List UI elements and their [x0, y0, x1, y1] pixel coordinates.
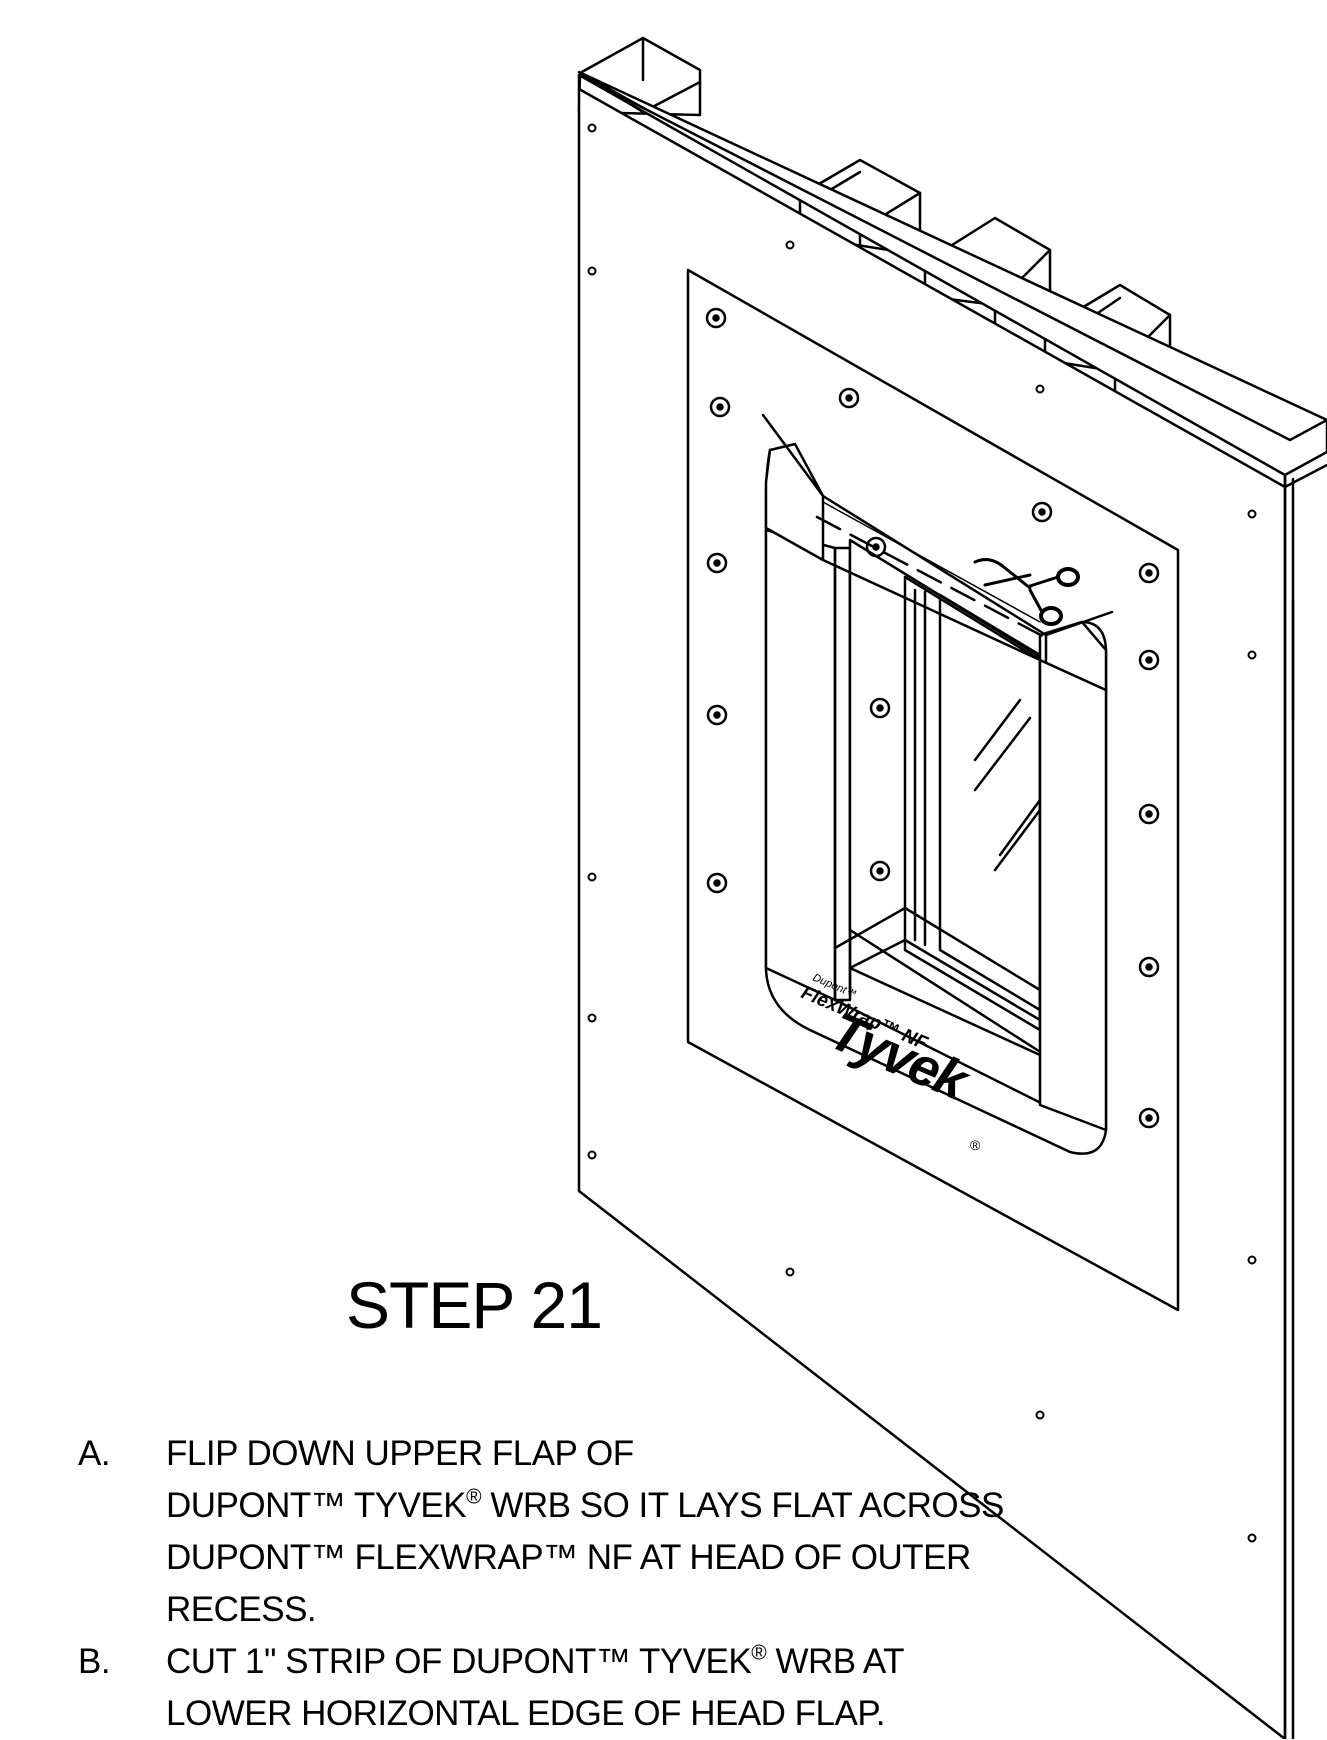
nail-head-icon — [706, 872, 728, 894]
instruction-b: B. CUT 1" STRIP OF DUPONT™ TYVEK® WRB AT… — [78, 1636, 1078, 1740]
step-title: STEP 21 — [346, 1268, 603, 1342]
nail-head-icon — [1138, 956, 1160, 978]
instruction-letter: A. — [78, 1434, 111, 1473]
right-jamb — [1038, 658, 1108, 1132]
head-flap-fold — [821, 494, 1048, 637]
panel-top-edge — [577, 73, 1327, 477]
head-flap — [761, 413, 1114, 692]
instruction-line: FLIP DOWN UPPER FLAP OF — [166, 1434, 634, 1473]
sheathing-nails — [587, 123, 1257, 1543]
nail-head-icon — [1138, 562, 1160, 584]
nail-head-icon — [838, 387, 860, 409]
left-jamb-inner — [833, 546, 852, 1002]
instruction-line: LOWER HORIZONTAL EDGE OF HEAD FLAP. — [166, 1694, 885, 1733]
left-jamb — [764, 528, 837, 1002]
nail-head-icon — [865, 536, 887, 558]
instruction-line: DUPONT™ FLEXWRAP™ NF AT HEAD OF OUTER — [166, 1538, 971, 1577]
nail-head-icon — [706, 704, 728, 726]
nail-head-icon — [1031, 501, 1053, 523]
nail-head-icon — [706, 552, 728, 574]
cut-line — [815, 515, 1052, 642]
tyvek-fasteners — [705, 307, 1160, 1129]
instruction-a: A. FLIP DOWN UPPER FLAP OF DUPONT™ TYVEK… — [78, 1428, 1078, 1636]
nail-head-icon — [869, 860, 891, 882]
scissors-icon — [973, 558, 1080, 626]
nail-head-icon — [869, 697, 891, 719]
instruction-letter: B. — [78, 1642, 111, 1681]
instructions-list: A. FLIP DOWN UPPER FLAP OF DUPONT™ TYVEK… — [78, 1428, 1078, 1740]
instruction-line: RECESS. — [166, 1590, 317, 1629]
nail-head-icon — [1138, 1107, 1160, 1129]
nail-head-icon — [1138, 803, 1160, 825]
nail-head-icon — [709, 396, 731, 418]
instruction-line: DUPONT™ TYVEK® WRB SO IT LAYS FLAT ACROS… — [166, 1485, 1004, 1525]
nail-head-icon — [1138, 649, 1160, 671]
logo-registered-mark: ® — [970, 1137, 981, 1153]
instruction-line: CUT 1" STRIP OF DUPONT™ TYVEK® WRB AT — [166, 1641, 905, 1681]
nail-head-icon — [705, 307, 727, 329]
